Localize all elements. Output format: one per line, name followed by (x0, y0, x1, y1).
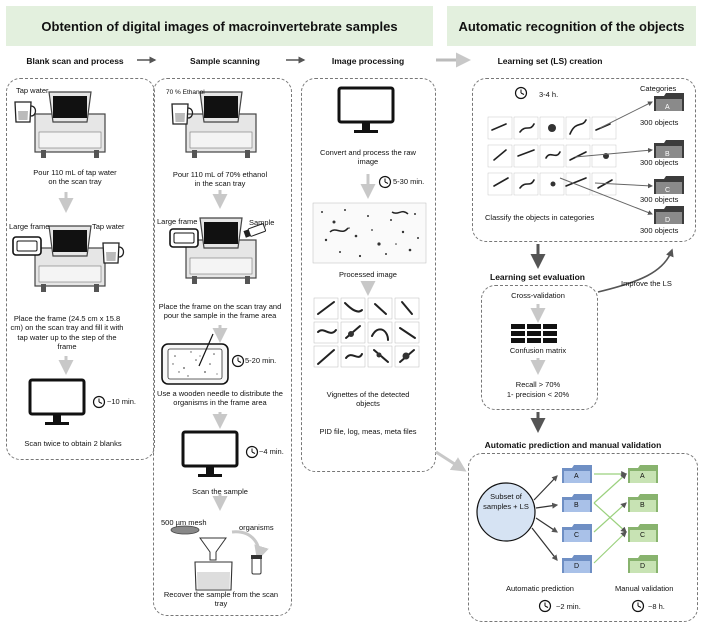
sample-place-text: Place the frame on the scan tray and pou… (158, 302, 282, 321)
pred-folder-c: C (574, 532, 580, 539)
auto-pred-panel (468, 453, 698, 622)
cross-validation-label: Cross-validation (511, 291, 565, 300)
section-ls-eval-title: Learning set evaluation (490, 272, 585, 282)
image-panel (301, 78, 436, 472)
blank-panel (6, 78, 155, 460)
sample-scan-text: Scan the sample (192, 487, 248, 496)
sample-vial-label: Sample (249, 218, 275, 227)
manual-validation-label: Manual validation (615, 584, 674, 593)
convert-text: Convert and process the raw image (320, 148, 416, 167)
folder-d-letter: D (665, 217, 671, 224)
blank-time-label: ~10 min. (107, 397, 136, 406)
categories-label: Categories (640, 84, 677, 93)
pred-folder-b: B (574, 502, 579, 509)
count-c-label: 300 objects (640, 195, 679, 204)
section-ls-creation-title: Learning set (LS) creation (497, 56, 603, 66)
distribute-text: Use a wooden needle to distribute the or… (157, 389, 283, 408)
section-sample-title: Sample scanning (190, 56, 260, 66)
recover-text: Recover the sample from the scan tray (163, 590, 279, 609)
files-text: PID file, log, meas, meta files (319, 427, 417, 436)
valid-folder-a: A (640, 473, 645, 480)
blank-pour-text: Pour 110 mL of tap water on the scan tra… (33, 168, 117, 187)
subset-label: Subset of samples + LS (483, 492, 529, 512)
processed-image-text: Processed image (339, 270, 397, 279)
mesh-label: 500 µm mesh (161, 518, 207, 527)
count-d-label: 300 objects (640, 226, 679, 235)
tap-water-label-1: Tap water (16, 86, 49, 95)
large-frame-label: Large frame (9, 222, 50, 231)
classify-text: Classify the objects in categories (485, 213, 595, 222)
pred-folder-d: D (574, 563, 580, 570)
header-recognition: Automatic recognition of the objects (447, 6, 696, 46)
section-blank-title: Blank scan and process (26, 56, 124, 66)
image-time-label: 5-30 min. (393, 177, 425, 186)
tap-water-label-2: Tap water (92, 222, 125, 231)
ethanol-label: 70 % Ethanol (166, 89, 205, 96)
sample-scan-time-label: ~4 min. (259, 447, 284, 456)
sample-panel (153, 78, 292, 616)
count-a-label: 300 objects (640, 118, 679, 127)
sample-large-frame-label: Large frame (157, 217, 198, 226)
pred-folder-a: A (574, 473, 579, 480)
sample-pour-text: Pour 110 mL of 70% ethanol in the scan t… (172, 170, 268, 189)
confusion-matrix-label: Confusion matrix (509, 346, 567, 355)
ls-time-label: 3-4 h. (539, 90, 559, 99)
auto-prediction-label: Automatic prediction (506, 584, 574, 593)
valid-folder-d: D (640, 563, 646, 570)
vignettes-text: Vignettes of the detected objects (326, 390, 410, 409)
organisms-label: organisms (239, 523, 274, 532)
auto-time-label: ~2 min. (556, 602, 581, 611)
section-auto-pred-title: Automatic prediction and manual validati… (484, 440, 662, 450)
blank-scan-text: Scan twice to obtain 2 blanks (24, 439, 122, 448)
ls-creation-panel (472, 78, 696, 242)
valid-folder-c: C (640, 532, 646, 539)
distribute-time-label: 5-20 min. (245, 356, 277, 365)
blank-place-text: Place the frame (24.5 cm x 15.8 cm) on t… (10, 314, 124, 352)
section-image-title: Image processing (331, 56, 405, 66)
precision-label: 1- precision < 20% (506, 390, 570, 399)
improve-ls-label: Improve the LS (621, 279, 672, 288)
folder-a-letter: A (665, 104, 670, 111)
count-b-label: 300 objects (640, 158, 679, 167)
folder-c-letter: C (665, 187, 671, 194)
ls-eval-panel (481, 285, 598, 410)
manual-time-label: ~8 h. (648, 602, 665, 611)
header-obtention: Obtention of digital images of macroinve… (6, 6, 433, 46)
valid-folder-b: B (640, 502, 645, 509)
folder-b-letter: B (665, 151, 670, 158)
recall-label: Recall > 70% (515, 380, 561, 389)
